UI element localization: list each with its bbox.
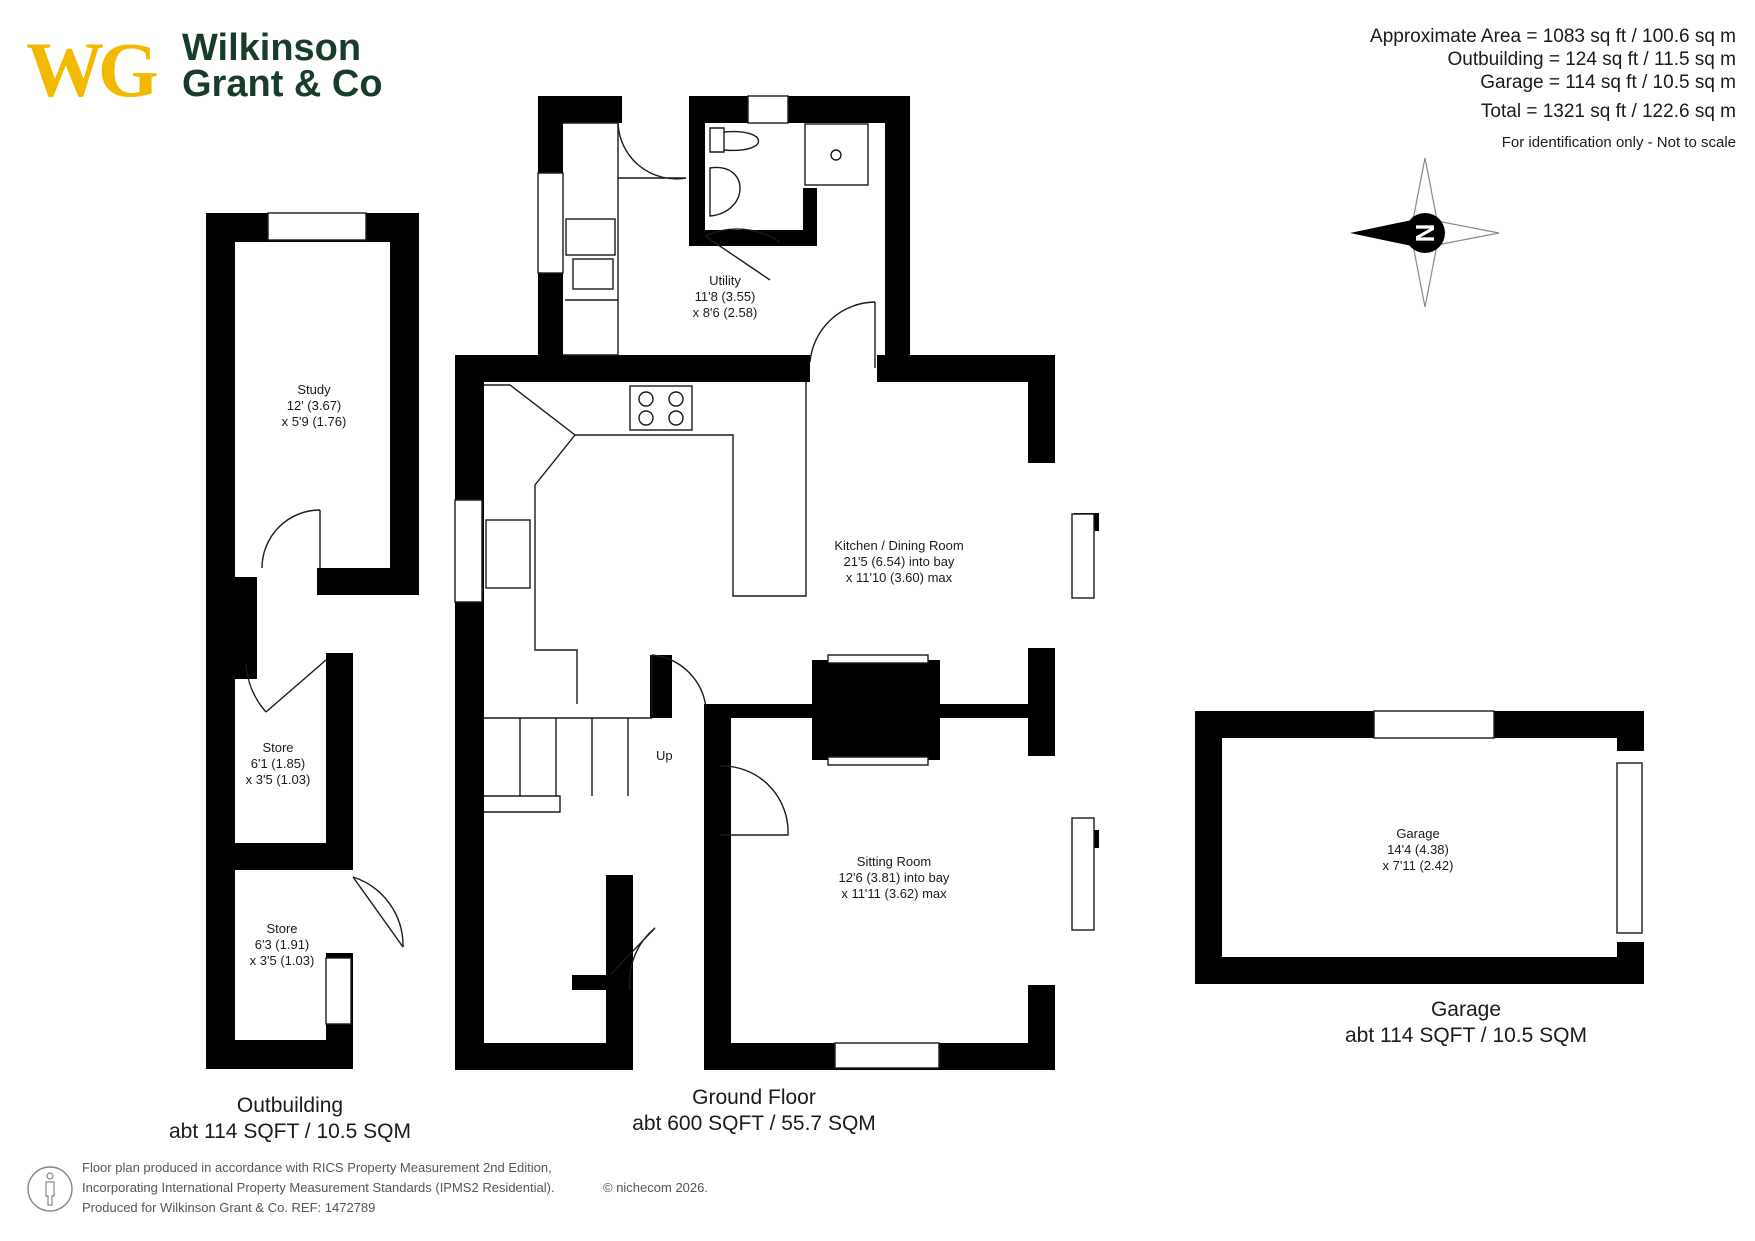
sitting-dim2: x 11'11 (3.62) max xyxy=(841,886,947,901)
toilet-icon xyxy=(709,127,759,153)
outbuilding-area: abt 114 SQFT / 10.5 SQM xyxy=(169,1120,411,1143)
study-name: Study xyxy=(297,382,331,397)
summary-disclaimer: For identification only - Not to scale xyxy=(1502,134,1736,151)
ground-floor-title: Ground Floor xyxy=(692,1086,816,1109)
sitting-bay-window xyxy=(1071,817,1095,931)
utility-appliance-icon xyxy=(572,258,614,290)
sitting-door-swing xyxy=(719,765,789,836)
compass-north-letter: N xyxy=(1410,224,1440,243)
summary-outbuilding: Outbuilding = 124 sq ft / 11.5 sq m xyxy=(1447,49,1736,70)
store1-dim1: 6'1 (1.85) xyxy=(251,756,306,771)
kitchen-dim2: x 11'10 (3.60) max xyxy=(846,570,953,585)
store1-dim2: x 3'5 (1.03) xyxy=(246,772,311,787)
utility-dim1: 11'8 (3.55) xyxy=(695,289,756,304)
garage-top-window xyxy=(1373,710,1495,739)
outbuilding-title: Outbuilding xyxy=(237,1094,343,1117)
kitchen-left-window xyxy=(454,499,483,603)
footer-line2: Incorporating International Property Mea… xyxy=(82,1180,555,1195)
logo-name-line1: Wilkinson xyxy=(182,27,361,69)
footer-line1: Floor plan produced in accordance with R… xyxy=(82,1160,552,1175)
garage-plan: Garage 14'4 (4.38) x 7'11 (2.42) xyxy=(1195,710,1644,984)
utility-name: Utility xyxy=(709,273,741,288)
kitchen-bay-window xyxy=(1071,513,1095,599)
area-summary: Approximate Area = 1083 sq ft / 100.6 sq… xyxy=(1370,26,1736,151)
hob-icon xyxy=(629,385,693,431)
sitting-name: Sitting Room xyxy=(857,854,931,869)
sitting-front-window xyxy=(834,1042,940,1069)
utility-side-window xyxy=(537,172,564,274)
study-dim1: 12' (3.67) xyxy=(287,398,342,413)
logo-name-line2: Grant & Co xyxy=(182,63,383,105)
ground-floor-area: abt 600 SQFT / 55.7 SQM xyxy=(632,1112,876,1135)
garage-title: Garage xyxy=(1431,998,1501,1021)
kitchen-sink-icon xyxy=(485,519,531,589)
cupboard-door-swing xyxy=(609,927,656,991)
study-dim2: x 5'9 (1.76) xyxy=(282,414,347,429)
summary-total: Total = 1321 sq ft / 122.6 sq m xyxy=(1481,101,1736,122)
garage-side-door xyxy=(1616,762,1643,934)
garage-dim2: x 7'11 (2.42) xyxy=(1383,858,1454,873)
logo-mark: WG xyxy=(26,26,157,113)
wc-door-swing xyxy=(704,228,781,281)
stairs-up-label: Up xyxy=(656,748,673,763)
hall-door-swing xyxy=(651,654,707,715)
store2-dim1: 6'3 (1.91) xyxy=(255,937,310,952)
garage-dim1: 14'4 (4.38) xyxy=(1387,842,1449,857)
compass-icon: N xyxy=(1350,157,1500,308)
basin-icon xyxy=(709,166,741,217)
utility-sink-icon xyxy=(565,218,616,256)
utility-top-window xyxy=(747,95,789,124)
outbuilding-plan: Study 12' (3.67) x 5'9 (1.76) Store 6'1 … xyxy=(206,212,419,1069)
chimney-hearth-bottom xyxy=(827,756,929,766)
store2-name: Store xyxy=(266,921,297,936)
footer-credit: © nichecom 2026. xyxy=(603,1180,708,1195)
garage-name: Garage xyxy=(1396,826,1439,841)
store2-door-swing xyxy=(352,876,404,948)
garage-area: abt 114 SQFT / 10.5 SQM xyxy=(1345,1024,1587,1047)
person-icon xyxy=(27,1166,73,1212)
kitchen-name: Kitchen / Dining Room xyxy=(834,538,963,553)
footer-line3: Produced for Wilkinson Grant & Co. REF: … xyxy=(82,1200,375,1215)
utility-plan: Utility 11'8 (3.55) x 8'6 (2.58) xyxy=(537,95,910,382)
utility-door-swing xyxy=(617,121,687,180)
summary-garage: Garage = 114 sq ft / 10.5 sq m xyxy=(1480,72,1736,93)
study-window xyxy=(267,212,367,241)
store-door-swing xyxy=(245,659,327,713)
summary-approx-area: Approximate Area = 1083 sq ft / 100.6 sq… xyxy=(1370,26,1736,47)
store1-name: Store xyxy=(262,740,293,755)
stairs xyxy=(484,717,652,813)
store2-dim2: x 3'5 (1.03) xyxy=(250,953,315,968)
shower-icon xyxy=(804,123,869,186)
brand-logo: WG Wilkinson Grant & Co xyxy=(26,26,383,113)
sitting-dim1: 12'6 (3.81) into bay xyxy=(839,870,950,885)
ground-floor-plan: Up Kitchen / Dining Room 21'5 (6.54) int… xyxy=(454,301,1099,1070)
utility-worktop xyxy=(563,122,619,356)
kitchen-units xyxy=(484,382,807,704)
study-door-swing xyxy=(261,509,321,569)
store-window xyxy=(325,957,352,1025)
footer: Floor plan produced in accordance with R… xyxy=(27,1160,708,1215)
kitchen-dim1: 21'5 (6.54) into bay xyxy=(844,554,955,569)
chimney-hearth-top xyxy=(827,654,929,664)
utility-dim2: x 8'6 (2.58) xyxy=(693,305,758,320)
kitchen-door-swing xyxy=(809,301,876,368)
